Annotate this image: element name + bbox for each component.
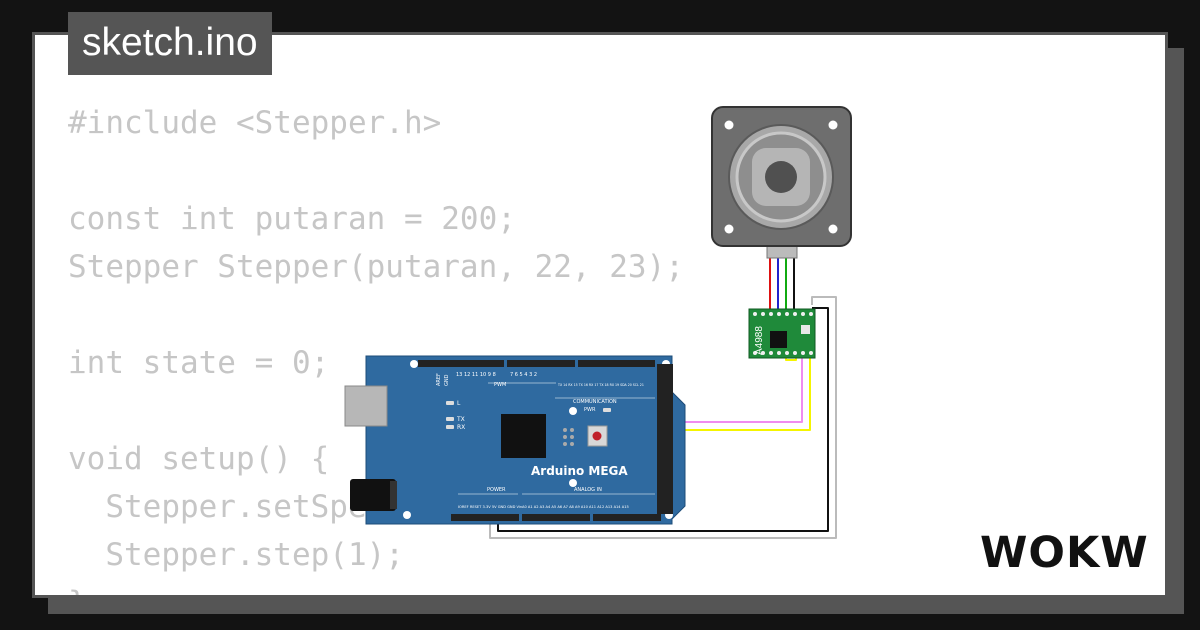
wokwi-logo-text: WOKWi (980, 528, 1150, 575)
label-communication: COMMUNICATION (573, 399, 617, 405)
driver-label: A4988 (754, 326, 765, 355)
code-line: const int putaran = 200; (68, 201, 516, 237)
label-rx: RX (457, 424, 465, 431)
arduino-mega[interactable]: Arduino MEGA L TX RX PWR PWM COMMUNICATI… (344, 355, 686, 525)
label-tx: TX (456, 416, 465, 423)
code-line: } (68, 585, 87, 595)
code-line: int state = 0; (68, 345, 330, 381)
label-gnd: GND (444, 374, 450, 386)
a4988-driver[interactable]: A4988 (748, 308, 816, 359)
mcu-chip (501, 414, 546, 458)
power-jack (350, 479, 396, 511)
code-line: void setup() { (68, 441, 330, 477)
label-analog-in: ANALOG IN (574, 487, 602, 493)
usb-connector (344, 385, 388, 427)
label-aref: AREF (436, 373, 442, 386)
label-pwm: PWM (494, 382, 506, 388)
stepper-motor[interactable] (711, 106, 852, 259)
wire-pink (669, 350, 803, 423)
label-comm-pins: TX 14 RX 15 TX 16 RX 17 TX 18 RX 19 SDA … (557, 383, 644, 387)
wires (489, 256, 837, 539)
wokwi-logo: WOKWi (980, 528, 1150, 575)
label-pwr: PWR (584, 407, 596, 413)
label-l: L (457, 400, 461, 407)
label-power-pins: IOREF RESET 3.3V 5V GND GND Vin (458, 505, 522, 509)
board-name: Arduino MEGA (531, 464, 628, 478)
label-digital-pins: 13 12 11 10 9 8 (456, 372, 496, 378)
code-line: Stepper.step(1); (68, 537, 404, 573)
wire-gray (489, 296, 837, 539)
label-analog-pins: A0 A1 A2 A3 A4 A5 A6 A7 A8 A9 A10 A11 A1… (522, 505, 629, 509)
label-power: POWER (487, 487, 506, 493)
code-line: Stepper Stepper(putaran, 22, 23); (68, 249, 684, 285)
file-tab[interactable]: sketch.ino (68, 12, 272, 75)
label-digital-pins-2: 7 6 5 4 3 2 (510, 372, 537, 378)
wire-black (497, 307, 829, 532)
code-line: #include <Stepper.h> (68, 105, 442, 141)
